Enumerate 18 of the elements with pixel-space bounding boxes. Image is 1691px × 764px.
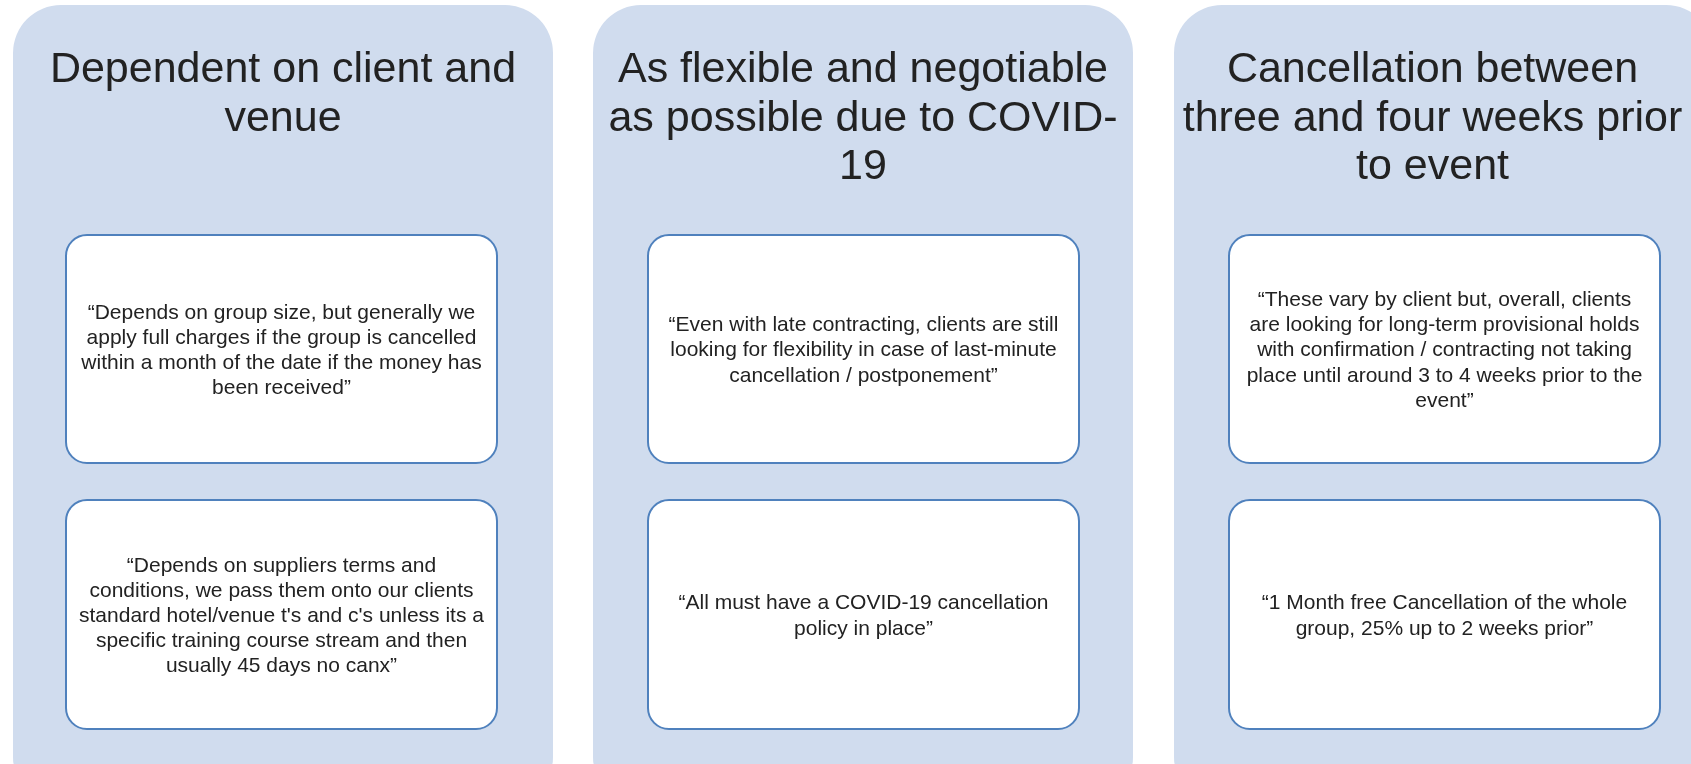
category-panel	[13, 5, 553, 764]
quote-text: “1 Month free Cancellation of the whole group, 25% up to 2 weeks prior”	[1260, 589, 1629, 640]
quote-box	[647, 234, 1080, 464]
category-panel	[593, 5, 1133, 764]
quote-text: “Depends on group size, but generally we apply full charges if the group is cancelled within a month of the date if the money has been received”	[80, 298, 483, 400]
quote-box	[65, 234, 498, 464]
quote-text: “Even with late contracting, clients are still looking for flexibility in case of last-minute cancellation / postponement”	[667, 311, 1060, 387]
quote-text: “Depends on suppliers terms and conditions, we pass them onto our clients standard hotel/venue t's and c's unless its a specific training course stream and then usually 45 days no canx”	[79, 551, 484, 678]
quote-box	[65, 499, 498, 730]
panel-heading: Dependent on client and venue	[48, 43, 518, 141]
panel-heading: As flexible and negotiable as possible due to COVID-19	[607, 43, 1119, 189]
quote-box	[1228, 234, 1661, 464]
quote-box	[1228, 499, 1661, 730]
quote-text: “These vary by client but, overall, clients are looking for long-term provisional holds with confirmation / contracting not taking place until around 3 to 4 weeks prior to the event”	[1245, 286, 1644, 412]
quote-box	[647, 499, 1080, 730]
quote-text: “All must have a COVID-19 cancellation policy in place”	[677, 589, 1050, 640]
panel-heading: Cancellation between three and four weeks prior to event	[1181, 43, 1684, 189]
category-panel	[1174, 5, 1691, 764]
